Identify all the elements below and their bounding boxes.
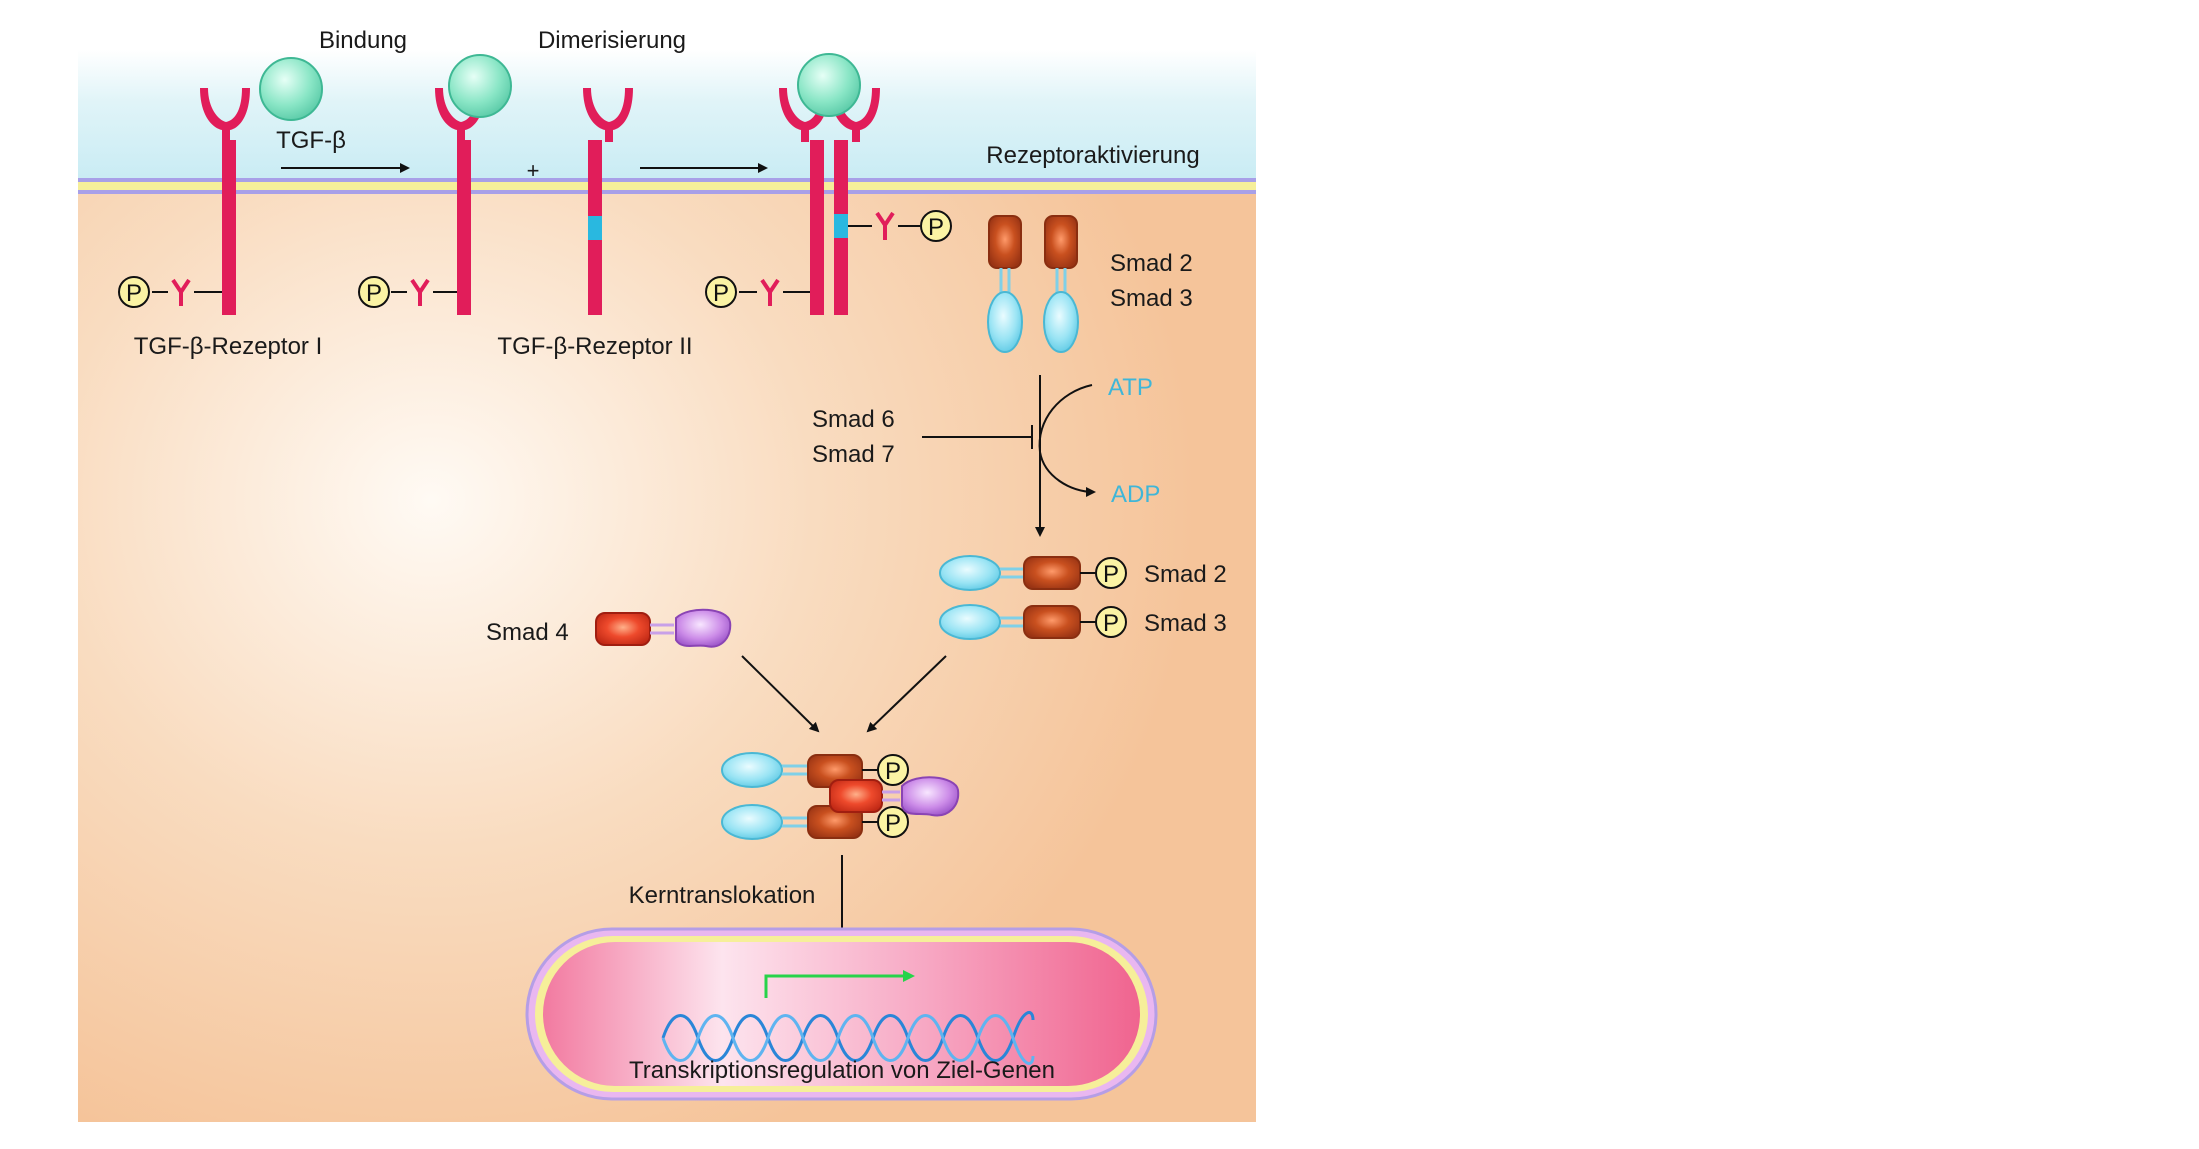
phospho-label: P	[126, 280, 142, 307]
smad4-protein-icon	[595, 608, 732, 648]
label-smad2-phospho: Smad 2	[1144, 561, 1227, 588]
label-smad2-inactive: Smad 2	[1110, 250, 1193, 277]
label-smad6: Smad 6	[812, 406, 895, 433]
label-receptor-2: TGF-β-Rezeptor II	[497, 333, 692, 360]
label-transkription: Transkriptionsregulation von Ziel-Genen	[629, 1057, 1055, 1084]
svg-text:P: P	[713, 280, 729, 307]
nucleus-icon	[525, 927, 1158, 1101]
label-smad4: Smad 4	[486, 619, 569, 646]
transcription-start-arrow	[764, 970, 915, 998]
svg-text:P: P	[1103, 561, 1119, 588]
kinase-domain	[588, 216, 602, 240]
label-adp: ADP	[1111, 481, 1160, 508]
label-tgf-beta: TGF-β	[276, 127, 346, 154]
arrow-smad23-to-complex	[866, 655, 947, 733]
ligand-icon	[259, 57, 323, 121]
smad-protein-icon	[987, 215, 1023, 353]
ligand-icon	[797, 53, 861, 117]
phosphate-icon: P	[705, 276, 810, 308]
plus-sign: +	[527, 158, 540, 183]
ligand-icon	[448, 54, 512, 118]
receptor-1-standalone: P	[118, 88, 250, 315]
phosphate-icon: P	[118, 276, 222, 308]
svg-text:P: P	[885, 810, 901, 837]
phosphate-icon	[877, 754, 909, 786]
phosphate-icon	[1095, 606, 1127, 638]
dna-helix-icon	[661, 1011, 1035, 1065]
label-smad7: Smad 7	[812, 441, 895, 468]
label-dimerisierung: Dimerisierung	[538, 27, 686, 54]
label-rezeptoraktivierung: Rezeptoraktivierung	[986, 142, 1199, 169]
label-receptor-1: TGF-β-Rezeptor I	[134, 333, 323, 360]
phosphate-icon	[1095, 557, 1127, 589]
svg-text:P: P	[1103, 610, 1119, 637]
smad-protein-icon: P	[939, 555, 1127, 591]
svg-text:P: P	[366, 280, 382, 307]
phosphate-icon: P	[358, 276, 457, 308]
receptor-2-standalone	[583, 88, 633, 315]
smad-protein-icon	[1043, 215, 1079, 353]
phosphate-icon	[877, 806, 909, 838]
label-smad3-inactive: Smad 3	[1110, 285, 1193, 312]
label-smad3-phospho: Smad 3	[1144, 610, 1227, 637]
receptor-1-bound: P	[358, 54, 512, 315]
phosphate-icon: P	[848, 210, 952, 242]
receptor-complex-active: P P	[705, 53, 952, 315]
smad-complex: P P	[721, 752, 960, 840]
cell-membrane	[78, 178, 1256, 194]
kinase-domain	[834, 214, 848, 238]
svg-text:P: P	[885, 758, 901, 785]
smad-protein-icon: P	[939, 604, 1127, 640]
arrow-smad4-to-complex	[741, 655, 820, 733]
label-atp: ATP	[1108, 374, 1153, 401]
svg-text:P: P	[928, 214, 944, 241]
label-bindung: Bindung	[319, 27, 407, 54]
label-kerntranslokation: Kerntranslokation	[629, 882, 816, 909]
atp-adp-curve	[1038, 384, 1096, 497]
